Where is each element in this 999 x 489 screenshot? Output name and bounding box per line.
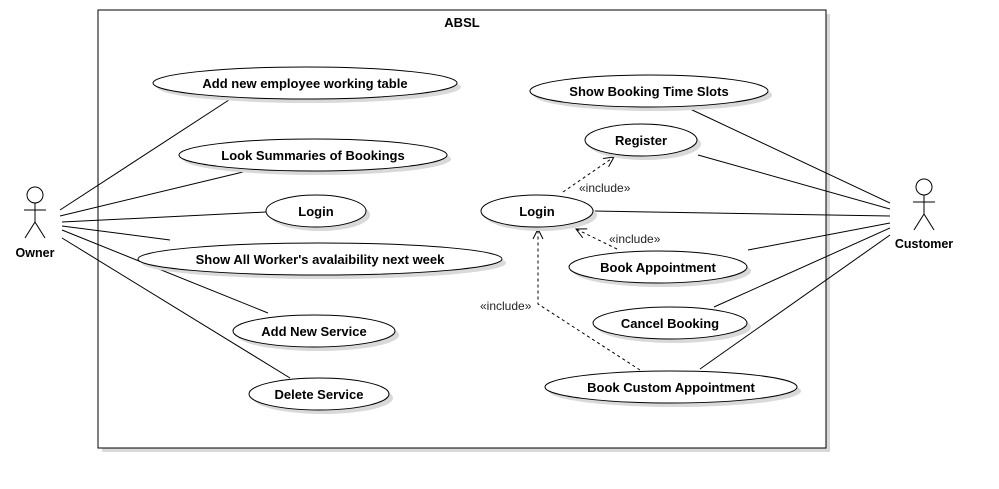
use-case-label: Add New Service xyxy=(261,324,367,339)
use-case-label: Login xyxy=(298,204,333,219)
use-case-label: Book Custom Appointment xyxy=(587,380,755,395)
assoc-customer-book-appointment xyxy=(747,222,891,251)
actor-owner[interactable]: Owner xyxy=(16,186,55,260)
assoc-owner-look-summaries xyxy=(59,171,244,217)
assoc-owner-show-availability xyxy=(61,225,171,241)
use-case-label: Cancel Booking xyxy=(621,316,719,331)
include-arrow-book-custom-login xyxy=(538,229,641,371)
use-case-label: Book Appointment xyxy=(600,260,716,275)
use-case-book-appointment[interactable]: Book Appointment xyxy=(568,250,751,287)
use-case-cancel-booking[interactable]: Cancel Booking xyxy=(592,306,751,343)
use-case-delete-service[interactable]: Delete Service xyxy=(248,377,393,414)
use-case-show-time-slots[interactable]: Show Booking Time Slots xyxy=(529,74,772,111)
actor-owner-label: Owner xyxy=(16,246,55,260)
assoc-customer-show-time-slots xyxy=(687,107,891,204)
assoc-owner-add-service xyxy=(61,229,269,314)
use-case-look-summaries[interactable]: Look Summaries of Bookings xyxy=(178,138,451,175)
actor-customer-label: Customer xyxy=(895,237,953,251)
customer-associations xyxy=(592,107,891,370)
include-label-register: «include» xyxy=(579,181,631,195)
actor-customer[interactable]: Customer xyxy=(895,178,953,251)
assoc-owner-login xyxy=(61,211,267,223)
use-case-label: Look Summaries of Bookings xyxy=(221,148,404,163)
use-case-label: Register xyxy=(615,133,667,148)
include-arrow-book-appointment-login xyxy=(576,229,618,250)
assoc-owner-delete-service xyxy=(61,237,291,379)
use-case-customer-login[interactable]: Login xyxy=(480,194,597,231)
use-case-add-employee-table[interactable]: Add new employee working table xyxy=(152,66,461,103)
stick-figure-icon xyxy=(913,178,935,231)
assoc-customer-book-custom xyxy=(699,234,891,370)
use-case-label: Show All Worker's avalaibility next week xyxy=(196,252,446,267)
use-case-owner-login[interactable]: Login xyxy=(265,194,370,231)
use-case-label: Login xyxy=(519,204,554,219)
system-title: ABSL xyxy=(444,15,479,30)
use-case-label: Add new employee working table xyxy=(202,76,407,91)
owner-associations xyxy=(59,97,291,379)
use-case-add-service[interactable]: Add New Service xyxy=(232,314,399,351)
include-label-book-appointment: «include» xyxy=(609,232,661,246)
use-case-show-availability[interactable]: Show All Worker's avalaibility next week xyxy=(137,242,506,279)
use-case-label: Delete Service xyxy=(275,387,364,402)
include-label-book-custom: «include» xyxy=(480,299,532,313)
include-arrow-login-register xyxy=(562,157,614,193)
assoc-customer-cancel-booking xyxy=(713,227,891,308)
use-case-register[interactable]: Register xyxy=(584,123,701,160)
assoc-customer-register xyxy=(697,154,891,210)
use-case-label: Show Booking Time Slots xyxy=(569,84,728,99)
include-relationships xyxy=(538,157,641,371)
use-case-book-custom[interactable]: Book Custom Appointment xyxy=(544,370,801,407)
assoc-owner-add-employee-table xyxy=(59,97,233,211)
assoc-customer-login xyxy=(592,210,891,217)
stick-figure-icon xyxy=(24,186,46,239)
